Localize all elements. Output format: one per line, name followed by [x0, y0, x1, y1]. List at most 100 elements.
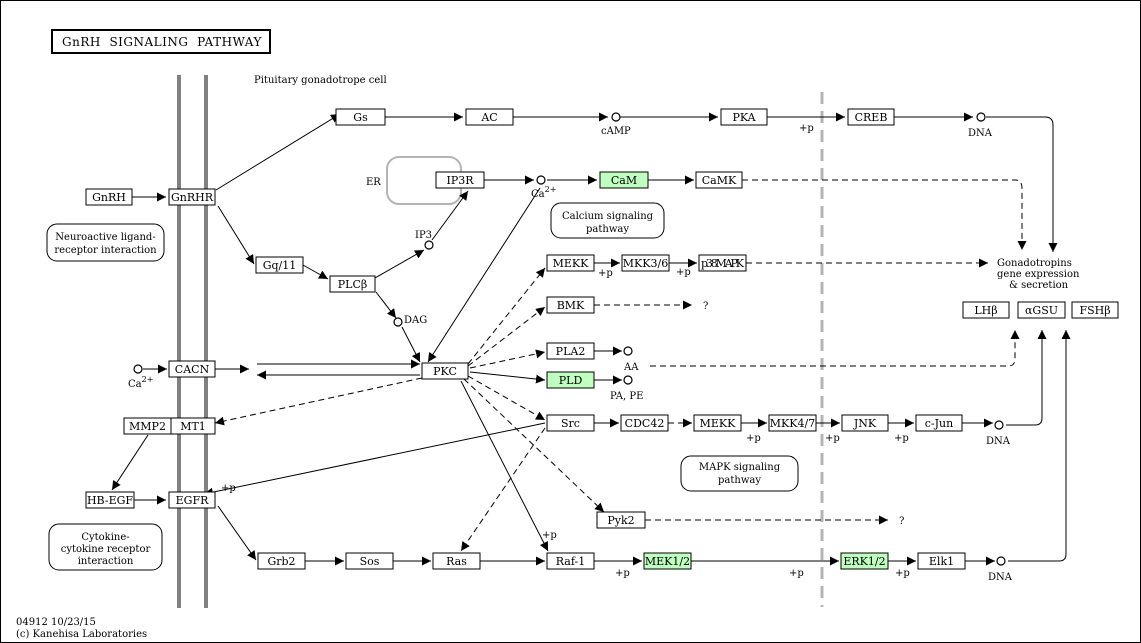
gene-node-gq11[interactable]: Gq/11 — [255, 256, 304, 274]
plus-p-label: +p — [746, 433, 761, 444]
gene-node-box — [698, 254, 747, 272]
gene-node-label: Pyk2 — [607, 514, 634, 527]
gene-node-cam[interactable]: CaM — [599, 171, 649, 189]
gene-node-erk12[interactable]: ERK1/2 — [840, 552, 889, 570]
gene-node-p38[interactable]: p38MAPK — [698, 254, 747, 272]
gene-node-ip3r[interactable]: IP3R — [435, 171, 485, 189]
gene-node-box — [720, 108, 768, 126]
edge-src-egfr — [203, 422, 546, 497]
aa-label: AA — [623, 362, 639, 373]
gene-node-creb[interactable]: CREB — [847, 108, 895, 126]
edge-pkc-mekk — [467, 267, 546, 365]
edge-gnrhr-gs — [215, 113, 341, 191]
gene-node-src[interactable]: Src — [546, 414, 595, 432]
compound-dna-mid-dot[interactable] — [994, 420, 1004, 430]
gene-node-mmp2[interactable]: MMP2 — [123, 417, 172, 435]
gene-node-sos[interactable]: Sos — [345, 552, 394, 570]
gene-node-box — [546, 552, 595, 570]
dag-label: DAG — [404, 315, 427, 326]
gene-node-box — [620, 414, 669, 432]
gene-node-ac[interactable]: AC — [465, 108, 514, 126]
edge-dna-agsu — [1006, 330, 1047, 426]
ca-top-label-text: Ca — [531, 189, 545, 200]
compound-ca-top-dot[interactable] — [536, 175, 546, 185]
gonadotropins-label-3: & secretion — [1009, 280, 1069, 291]
gene-node-fshb[interactable]: FSHβ — [1071, 301, 1119, 319]
gene-node-grb2[interactable]: Grb2 — [257, 552, 306, 570]
gene-node-jnk[interactable]: JNK — [841, 414, 889, 432]
gene-node-label: Grb2 — [267, 555, 295, 568]
unknown-target-2: ? — [899, 516, 904, 527]
gene-node-pld[interactable]: PLD — [546, 371, 595, 389]
compound-pape-dot[interactable] — [623, 375, 633, 385]
gene-node-ras[interactable]: Ras — [432, 552, 481, 570]
gene-node-mek12[interactable]: MEK1/2 — [643, 552, 692, 570]
compound-ip3-dot[interactable] — [424, 240, 434, 250]
gene-node-pyk2[interactable]: Pyk2 — [596, 511, 646, 529]
gene-node-cdc42[interactable]: CDC42 — [620, 414, 669, 432]
compound-dna-bottom-dot[interactable] — [996, 556, 1006, 566]
gene-node-label: CACN — [175, 363, 210, 376]
gene-node-cjun[interactable]: c-Jun — [915, 414, 963, 432]
gene-node-label: CaM — [611, 174, 637, 187]
gene-node-pkc[interactable]: PKC — [421, 362, 469, 380]
dna-bottom-label: DNA — [988, 572, 1013, 583]
gene-node-box — [421, 362, 469, 380]
gene-node-mkk36[interactable]: MKK3/6 — [621, 254, 670, 272]
ca-top-label-sup: 2+ — [545, 185, 557, 194]
gene-node-box — [85, 188, 133, 206]
gene-node-mkk47[interactable]: MKK4/7 — [768, 414, 817, 432]
gene-node-label: PKA — [732, 111, 756, 124]
gene-node-agsu[interactable]: αGSU — [1017, 301, 1066, 319]
pathway-link-mapk[interactable]: MAPK signaling pathway — [680, 455, 799, 492]
plus-p-label: +p — [789, 568, 804, 579]
pathway-link-neuroactive[interactable]: Neuroactive ligand- receptor interaction — [46, 223, 165, 262]
compound-dna-top-dot[interactable] — [976, 112, 986, 122]
gene-node-camk[interactable]: CaMK — [695, 171, 743, 189]
edge-ip3-ip3r — [431, 190, 469, 241]
compound-aa-dot[interactable] — [623, 346, 633, 356]
gene-node-pla2[interactable]: PLA2 — [546, 342, 595, 360]
ca-left-label-sup: 2+ — [142, 375, 154, 384]
gene-node-box — [546, 414, 595, 432]
gene-node-bmk[interactable]: BMK — [546, 296, 595, 314]
gene-node-label: MEKK — [700, 417, 737, 430]
dna-mid-label: DNA — [986, 436, 1011, 447]
compound-ca-left-dot[interactable] — [133, 364, 143, 374]
gene-node-cacn[interactable]: CACN — [168, 360, 216, 378]
gene-node-egfr[interactable]: EGFR — [168, 491, 216, 509]
gene-node-label: HB-EGF — [87, 494, 133, 507]
gene-node-gnrhr[interactable]: GnRHR — [168, 188, 216, 206]
gene-node-label: CREB — [855, 111, 888, 124]
gene-node-label: MKK4/7 — [770, 417, 815, 430]
footer-line2: (c) Kanehisa Laboratories — [16, 629, 147, 640]
pathway-link-cytokine[interactable]: Cytokine- cytokine receptor interaction — [48, 523, 163, 571]
gene-node-label: AC — [480, 111, 497, 124]
plus-p-label: +p — [825, 433, 840, 444]
gene-node-label: LHβ — [974, 304, 997, 317]
gene-node-raf1[interactable]: Raf-1 — [546, 552, 595, 570]
gene-node-mekk-mid[interactable]: MEKK — [693, 414, 742, 432]
plus-p-label: +p — [598, 268, 613, 279]
labels: Pituitary gonadotrope cell cAMP Ca2+ Ca2… — [16, 75, 1080, 640]
gene-node-box — [168, 188, 216, 206]
gene-node-box — [465, 108, 514, 126]
compound-camp-dot[interactable] — [611, 112, 621, 122]
gene-node-lhb[interactable]: LHβ — [962, 301, 1010, 319]
gene-node-hbegf[interactable]: HB-EGF — [85, 491, 135, 509]
gene-node-mt1[interactable]: MT1 — [170, 417, 216, 435]
gene-node-gnrh[interactable]: GnRH — [85, 188, 133, 206]
gene-node-pka[interactable]: PKA — [720, 108, 768, 126]
gene-node-elk1[interactable]: Elk1 — [917, 552, 966, 570]
compound-dag-dot[interactable] — [393, 317, 403, 327]
gene-node-plcb[interactable]: PLCβ — [329, 275, 376, 293]
ca-top-label: Ca2+ — [531, 185, 556, 200]
edge-plcb-dag — [375, 291, 397, 319]
gene-node-gs[interactable]: Gs — [335, 108, 386, 126]
gene-node-label: αGSU — [1025, 304, 1058, 317]
gene-node-box — [643, 552, 692, 570]
pathway-link-calcium[interactable]: Calcium signaling pathway — [550, 202, 665, 239]
gene-node-label: PLD — [559, 374, 583, 387]
gene-node-mekk-top[interactable]: MEKK — [546, 254, 595, 272]
